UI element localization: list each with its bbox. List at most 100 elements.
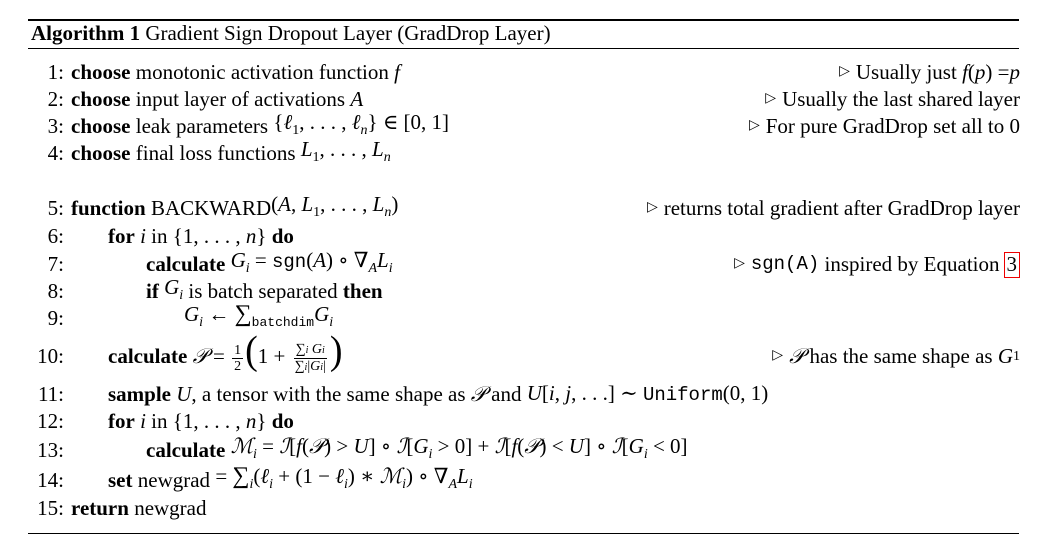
comment-text: has the same shape as [809, 344, 993, 368]
math-expression: U [176, 382, 192, 406]
math-expression: (A, L1, . . . , Ln) [271, 192, 399, 220]
math-expression: f [962, 60, 968, 84]
line-text: in [151, 224, 168, 248]
algo-line-8: 8: if Gi is batch separated then [0, 275, 1039, 305]
line-text: final loss functions [135, 141, 296, 165]
math-expression: Gi ← ∑batchdimGi [184, 301, 334, 330]
line-number: 8: [47, 279, 64, 303]
math-expression: G [997, 344, 1013, 368]
keyword: do [271, 409, 294, 433]
equation-ref-link[interactable]: 3 [1003, 251, 1020, 278]
keyword: return [71, 496, 129, 520]
keyword: do [271, 224, 294, 248]
keyword: function [71, 196, 146, 220]
line-text: in [151, 409, 168, 433]
math-expression: A [350, 87, 364, 111]
line-text: and [491, 382, 522, 406]
line-comment: ▷Usually the last shared layer [765, 86, 1020, 113]
line-comment: ▷For pure GradDrop set all to 0 [749, 113, 1020, 140]
algo-line-4: 4: choose final loss functions L1, . . .… [0, 137, 1039, 167]
keyword: if [146, 279, 159, 303]
keyword: sample [108, 382, 171, 406]
line-body: choose final loss functions L1, . . . , … [71, 137, 391, 167]
algo-line-13: 13: calculate ℳi = ℐ[f(𝒫) > U] ∘ ℐ[Gi > … [0, 434, 1039, 464]
keyword: calculate [146, 252, 226, 276]
math-expression: f [394, 60, 400, 84]
line-text: input layer of activations [135, 87, 346, 111]
keyword: then [342, 279, 383, 303]
comment-triangle-icon: ▷ [748, 118, 760, 133]
line-number: 13: [37, 438, 64, 462]
line-body: calculate ℳi = ℐ[f(𝒫) > U] ∘ ℐ[Gi > 0] +… [146, 434, 688, 464]
comment-triangle-icon: ▷ [646, 200, 658, 215]
bottom-rule [28, 533, 1019, 535]
algo-line-2: 2: choose input layer of activations A ▷… [0, 86, 1039, 113]
line-number: 9: [47, 306, 64, 330]
line-body: Gi ← ∑batchdimGi [184, 301, 333, 332]
algo-line-11: 11: sample U, a tensor with the same sha… [0, 381, 1039, 408]
function-name: BACKWARD [150, 196, 272, 220]
line-body: set newgrad = ∑i(ℓi + (1 − ℓi) ∗ ℳi) ∘ ∇… [108, 463, 473, 494]
algo-line-9: 9: Gi ← ∑batchdimGi [0, 301, 1039, 332]
line-number: 3: [47, 114, 64, 138]
algo-line-14: 14: set newgrad = ∑i(ℓi + (1 − ℓi) ∗ ℳi)… [0, 463, 1039, 494]
algo-line-3: 3: choose leak parameters {ℓ1, . . . , ℓ… [0, 110, 1039, 140]
algorithm-title: Gradient Sign Dropout Layer (GradDrop La… [145, 21, 551, 45]
algo-line-1: 1: choose monotonic activation function … [0, 59, 1039, 86]
math-expression: {1, . . . , n} [172, 409, 267, 433]
comment-text: Usually the last shared layer [782, 87, 1020, 111]
line-comment: ▷ returns total gradient after GradDrop l… [647, 195, 1020, 222]
comment-text: returns total gradient after GradDrop la… [663, 196, 1020, 220]
math-expression: i [140, 224, 146, 248]
line-number: 5: [47, 196, 64, 220]
line-number: 1: [47, 60, 64, 84]
math-expression: U[i, j, . . .] ∼ Uniform(0, 1) [526, 381, 769, 406]
keyword: choose [71, 114, 131, 138]
math-expression: ℳi = ℐ[f(𝒫) > U] ∘ ℐ[Gi > 0] + ℐ[f(𝒫) < … [230, 434, 688, 462]
comment-triangle-icon: ▷ [772, 348, 784, 363]
line-text: is batch separated [188, 279, 338, 303]
line-body: choose input layer of activations A [71, 86, 363, 113]
math-expression: {ℓ1, . . . , ℓn} ∈ [0, 1] [273, 110, 450, 138]
line-number: 4: [47, 141, 64, 165]
keyword: choose [71, 141, 131, 165]
sum-subscript: batchdim [251, 315, 315, 330]
line-number: 2: [47, 87, 64, 111]
comment-code: sgn(A) [750, 253, 820, 275]
line-comment: ▷Usually just f(p) = p [839, 60, 1020, 84]
comment-triangle-icon: ▷ [734, 256, 745, 271]
line-body: if Gi is batch separated then [146, 275, 383, 305]
line-number: 14: [37, 468, 64, 492]
line-body: calculate Gi = sgn(A) ∘ ∇ALi [146, 248, 393, 278]
comment-triangle-icon: ▷ [839, 64, 850, 79]
math-expression: {1, . . . , n} [172, 224, 267, 248]
algo-line-5: 5: function BACKWARD(A, L1, . . . , Ln) … [0, 192, 1039, 222]
line-text: , a tensor with the same shape as [191, 382, 466, 406]
algo-line-15: 15: return newgrad [0, 495, 1039, 522]
algo-line-12: 12: for i in {1, . . . , n} do [0, 408, 1039, 435]
line-body: function BACKWARD(A, L1, . . . , Ln) [71, 192, 398, 222]
line-number: 12: [37, 409, 64, 433]
line-text: newgrad [137, 468, 211, 492]
distribution-name: Uniform [642, 384, 723, 406]
math-expression: L1, . . . , Ln [300, 137, 391, 165]
line-body: choose leak parameters {ℓ1, . . . , ℓn} … [71, 110, 449, 140]
algorithm-caption: Algorithm 1 Gradient Sign Dropout Layer … [31, 20, 551, 47]
top-rule [28, 19, 1019, 21]
algorithm-label: Algorithm 1 [31, 21, 141, 45]
comment-text: Usually just [855, 60, 957, 84]
caption-rule [28, 48, 1019, 50]
algo-line-6: 6: for i in {1, . . . , n} do [0, 223, 1039, 250]
line-body: for i in {1, . . . , n} do [108, 223, 294, 250]
line-text: monotonic activation function [135, 60, 389, 84]
line-text: newgrad [134, 496, 207, 520]
line-number: 6: [47, 224, 64, 248]
keyword: for [108, 224, 135, 248]
math-expression: 𝒫 [789, 344, 805, 368]
line-text: leak parameters [135, 114, 269, 138]
keyword: choose [71, 60, 131, 84]
